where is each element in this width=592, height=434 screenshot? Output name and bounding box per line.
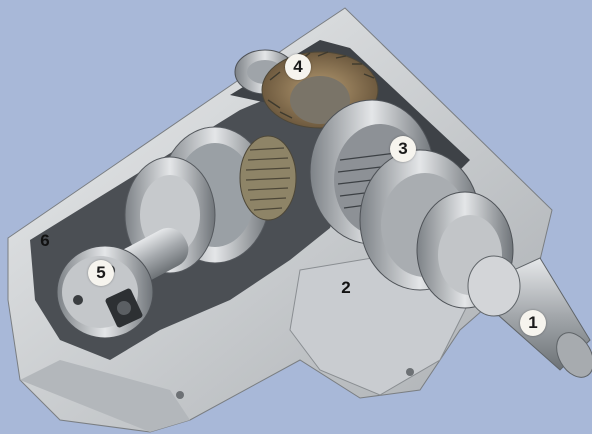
screw-icon [406,368,414,376]
screw-icon [176,391,184,399]
callout-6: 6 [40,231,50,250]
callout-4: 4 [285,54,311,80]
planetary-stage-left [111,126,297,289]
callout-5: 5 [88,260,114,286]
callout-2: 2 [341,278,351,297]
callout-1: 1 [520,310,546,336]
clamping-hub [56,245,154,339]
callout-3: 3 [390,136,416,162]
